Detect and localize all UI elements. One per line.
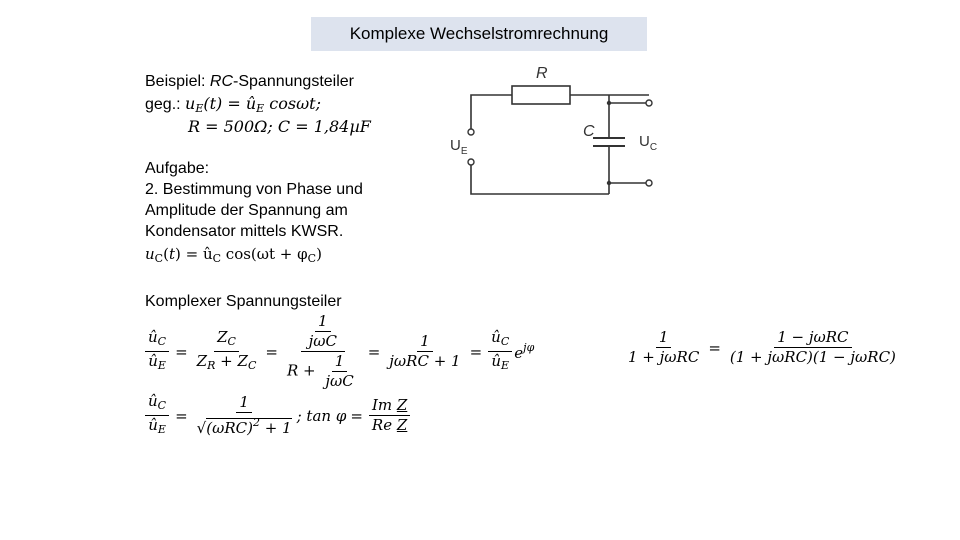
junction-bottom bbox=[606, 180, 612, 186]
example-label-prefix: Beispiel: bbox=[145, 73, 210, 90]
slide-title: Komplexe Wechselstromrechnung bbox=[311, 17, 647, 51]
given-formula-1: uE(t) = ûE cosωt; bbox=[185, 94, 321, 115]
wire-bottom-left bbox=[470, 162, 609, 195]
input-voltage-label: UE bbox=[450, 137, 468, 157]
given-prefix: geg.: bbox=[145, 96, 186, 113]
voltage-divider-heading: Komplexer Spannungsteiler bbox=[145, 293, 342, 310]
eq2-magnitude: 1√(ωRC)2 + 1 bbox=[196, 393, 292, 437]
task-line-3: Kondensator mittels KWSR. bbox=[145, 223, 344, 240]
task-line-2: Amplitude der Spannung am bbox=[145, 202, 348, 219]
terminal-output-top bbox=[645, 99, 653, 107]
given-line-2: R = 500Ω; C = 1,84µF bbox=[188, 117, 371, 136]
terminal-input-bottom bbox=[467, 158, 475, 166]
capacitor-label: C bbox=[583, 123, 595, 140]
terminal-input-top bbox=[467, 128, 475, 136]
terminal-output-bottom bbox=[645, 179, 653, 187]
resistor-label: R bbox=[536, 65, 548, 82]
output-voltage-label: UC bbox=[639, 133, 657, 153]
eq3-right: 1 − jωRC(1 + jωRC)(1 − jωRC) bbox=[729, 328, 896, 366]
wire-top-left bbox=[470, 94, 512, 130]
task-line-1: 2. Bestimmung von Phase und bbox=[145, 181, 363, 198]
slide-title-text: Komplexe Wechselstromrechnung bbox=[349, 24, 609, 43]
example-label-suffix: -Spannungsteiler bbox=[233, 73, 354, 90]
example-heading: Beispiel: RC-Spannungsteiler bbox=[145, 71, 354, 92]
example-label-rc: RC bbox=[209, 73, 234, 90]
rc-circuit-diagram: R C UE UC bbox=[450, 65, 657, 195]
given-line-1: geg.: uE(t) = ûE cosωt; bbox=[145, 93, 321, 119]
resistor-symbol bbox=[511, 85, 571, 105]
task-formula: uC(t) = ûC cos(ωt + φC) bbox=[145, 245, 322, 265]
task-heading: Aufgabe: bbox=[145, 160, 210, 177]
